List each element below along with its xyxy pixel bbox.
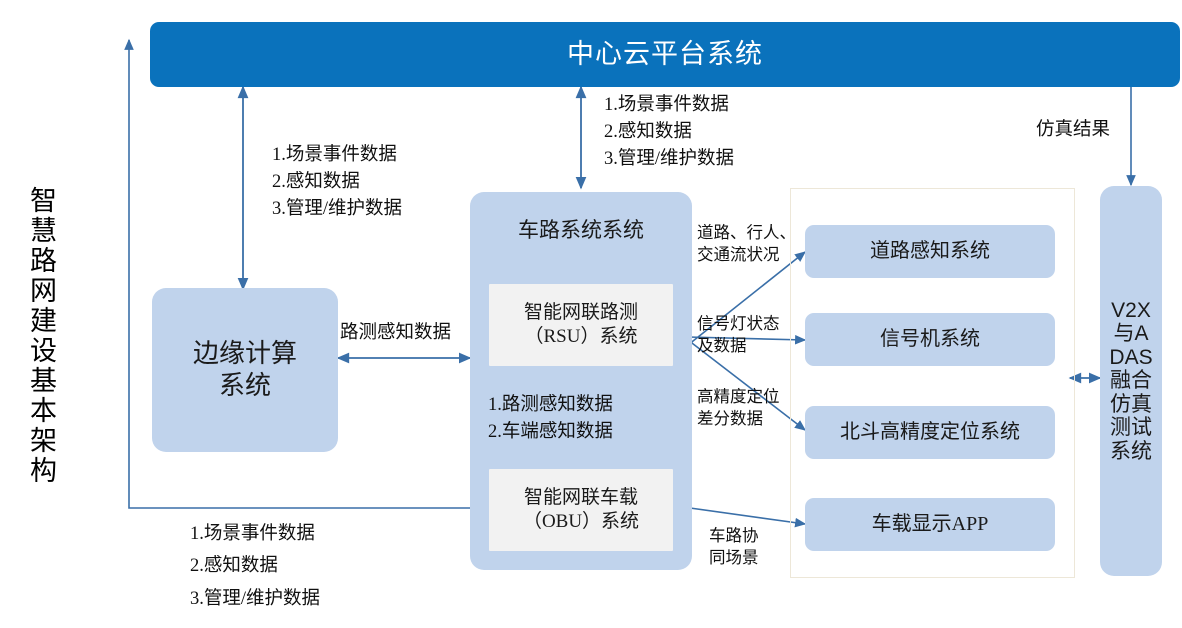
node-road-sensing-system[interactable]: 道路感知系统 [805,225,1055,278]
edge-label-cloud-to-edge: 1.场景事件数据 2.感知数据 3.管理/维护数据 [272,145,403,219]
edge-label-cloud-to-vehicle-road: 1.场景事件数据 2.感知数据 3.管理/维护数据 [604,95,735,169]
node-vehicle-road-system-group[interactable]: 车路系统系统 智能网联路测 （RSU）系统 智能网联车载 （OBU）系统 [470,192,692,570]
node-v2x-adas-simulation-system[interactable]: V2X与ADAS融合仿真测试系统 [1100,186,1162,576]
page-title: 智慧路网建设基本架构 [26,186,56,486]
node-beidou-positioning-system[interactable]: 北斗高精度定位系统 [805,406,1055,459]
node-edge-computing-system[interactable]: 边缘计算 系统 [152,288,338,452]
edge-label-high-precision-diff: 高精度定位 差分数据 [697,387,780,429]
edge-label-edge-to-rsu: 路测感知数据 [340,323,452,343]
edge-label-road-pedestrian-traffic: 道路、行人、 交通流状况 [697,223,796,265]
edge-label-signal-state-data: 信号灯状态 及数据 [697,314,780,356]
node-rsu-system[interactable]: 智能网联路测 （RSU）系统 [489,284,673,366]
node-vehicle-display-app[interactable]: 车载显示APP [805,498,1055,551]
node-v2x-adas-simulation-label: V2X与ADAS融合仿真测试系统 [1109,298,1153,463]
edge-label-bottom-left-flow: 1.场景事件数据 2.感知数据 3.管理/维护数据 [190,524,321,609]
edge-label-rsu-to-obu: 1.路测感知数据 2.车端感知数据 [488,395,613,442]
node-signal-controller-system[interactable]: 信号机系统 [805,313,1055,366]
node-central-cloud-platform[interactable]: 中心云平台系统 [150,22,1180,87]
edge-label-cooperative-scene: 车路协 同场景 [709,526,759,568]
node-vehicle-road-system-label: 车路系统系统 [518,218,644,242]
edge-label-simulation-result: 仿真结果 [1036,120,1111,140]
subsystem-group-frame [790,188,1075,578]
node-obu-system[interactable]: 智能网联车载 （OBU）系统 [489,469,673,551]
